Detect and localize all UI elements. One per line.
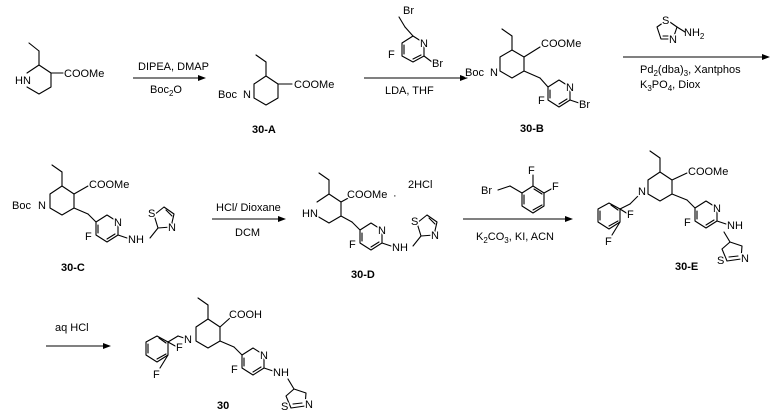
starting-material: HN COOMe — [15, 43, 104, 94]
reagent-aminothiazole: S N NH2 — [657, 15, 705, 46]
s-atom: S — [148, 208, 155, 220]
step2-reagent-below: LDA, THF — [385, 85, 434, 97]
f-atom: F — [85, 231, 92, 243]
reaction-arrow-1: DIPEA, DMAP Boc2O — [133, 61, 209, 98]
coome-group: COOMe — [541, 38, 581, 50]
hn-atom: HN — [15, 75, 31, 87]
nh2-group: NH2 — [684, 27, 705, 41]
step3-reagent-line2: K3PO4, Diox — [640, 79, 701, 93]
n-atom: N — [566, 82, 574, 94]
boc-group: Boc — [12, 200, 31, 212]
reaction-arrow-3: Pd2(dba)3, Xantphos K3PO4, Diox — [623, 54, 770, 93]
n-atom: N — [378, 225, 386, 237]
compound-label-30-e: 30-E — [675, 261, 698, 273]
reaction-arrow-6: aq HCl — [46, 322, 111, 349]
br-atom: Br — [432, 58, 443, 70]
nh-group: NH — [392, 242, 408, 254]
f-atom: F — [627, 209, 634, 221]
f-atom: F — [388, 49, 395, 61]
f-atom: F — [349, 239, 356, 251]
f-atom: F — [153, 369, 160, 381]
br-atom: Br — [481, 185, 492, 197]
br-atom: Br — [403, 5, 414, 17]
n-atom: N — [420, 38, 428, 50]
n-atom: N — [713, 203, 721, 215]
coome-group: COOMe — [64, 68, 104, 80]
coome-group: COOMe — [294, 79, 334, 91]
nh-group: NH — [128, 234, 144, 246]
n-atom: N — [168, 222, 176, 234]
f-atom: F — [538, 95, 545, 107]
step1-reagent-below: Boc2O — [150, 84, 182, 98]
compound-30-structure: COOH N N F NH S N F F — [146, 298, 313, 413]
hn-atom: HN — [302, 208, 318, 220]
s-atom: S — [281, 401, 288, 413]
boc-group: Boc — [218, 89, 237, 101]
n-atom: N — [431, 230, 439, 242]
nh-group: NH — [273, 367, 289, 379]
step4-reagent-below: DCM — [235, 227, 260, 239]
n-atom: N — [114, 217, 122, 229]
n-atom: N — [305, 399, 313, 411]
compound-30-b-structure: COOMe Boc N N F Br — [465, 29, 590, 111]
reagent-difluorobenzyl-bromide: F F Br — [481, 165, 559, 213]
compound-label-30-a: 30-A — [252, 124, 276, 136]
compound-30-e-structure: COOMe N N F NH S N F F — [598, 151, 749, 267]
n-atom: N — [243, 89, 251, 101]
compound-30-c-structure: COOMe Boc N N F NH S N — [12, 165, 176, 246]
coome-group: COOMe — [89, 179, 129, 191]
boc-group: Boc — [465, 67, 484, 79]
f-atom: F — [528, 165, 535, 177]
f-atom: F — [176, 342, 183, 354]
dihydrochloride-salt: 2HCl — [408, 179, 432, 191]
compound-30-d-structure: HN COOMe · 2HCl N F NH S N — [302, 173, 439, 254]
f-atom: F — [684, 217, 691, 229]
reagent-bromomethyl-fluoropyridine: Br N F Br — [388, 5, 443, 70]
reaction-arrow-2: LDA, THF — [364, 75, 468, 97]
salt-dot: · — [393, 190, 397, 202]
n-atom: N — [38, 200, 46, 212]
s-atom: S — [717, 255, 724, 267]
compound-30-a-structure: Boc N COOMe — [218, 55, 334, 105]
f-atom: F — [231, 364, 238, 376]
compound-label-30: 30 — [217, 400, 229, 412]
step3-reagent-line1: Pd2(dba)3, Xantphos — [640, 64, 741, 78]
step5-reagent-below: K2CO3, KI, ACN — [476, 231, 554, 245]
n-atom: N — [669, 34, 677, 46]
step1-reagent-above: DIPEA, DMAP — [138, 61, 209, 73]
reaction-arrow-4: HCl/ Dioxane DCM — [212, 202, 286, 239]
step4-reagent-above: HCl/ Dioxane — [216, 202, 281, 214]
f-atom: F — [605, 236, 612, 248]
reaction-arrow-5: K2CO3, KI, ACN — [463, 216, 573, 245]
step6-reagent-above: aq HCl — [55, 322, 89, 334]
n-atom: N — [260, 350, 268, 362]
n-atom: N — [638, 186, 646, 198]
compound-label-30-b: 30-B — [520, 123, 544, 135]
br-atom: Br — [579, 99, 590, 111]
n-atom: N — [490, 67, 498, 79]
n-atom: N — [741, 253, 749, 265]
s-atom: S — [662, 15, 669, 27]
s-atom: S — [411, 216, 418, 228]
n-atom: N — [184, 334, 192, 346]
f-atom: F — [552, 181, 559, 193]
coome-group: COOMe — [347, 189, 387, 201]
compound-label-30-c: 30-C — [61, 262, 85, 274]
compound-label-30-d: 30-D — [351, 269, 375, 281]
cooh-group: COOH — [229, 309, 262, 321]
coome-group: COOMe — [688, 166, 728, 178]
nh-group: NH — [727, 220, 743, 232]
